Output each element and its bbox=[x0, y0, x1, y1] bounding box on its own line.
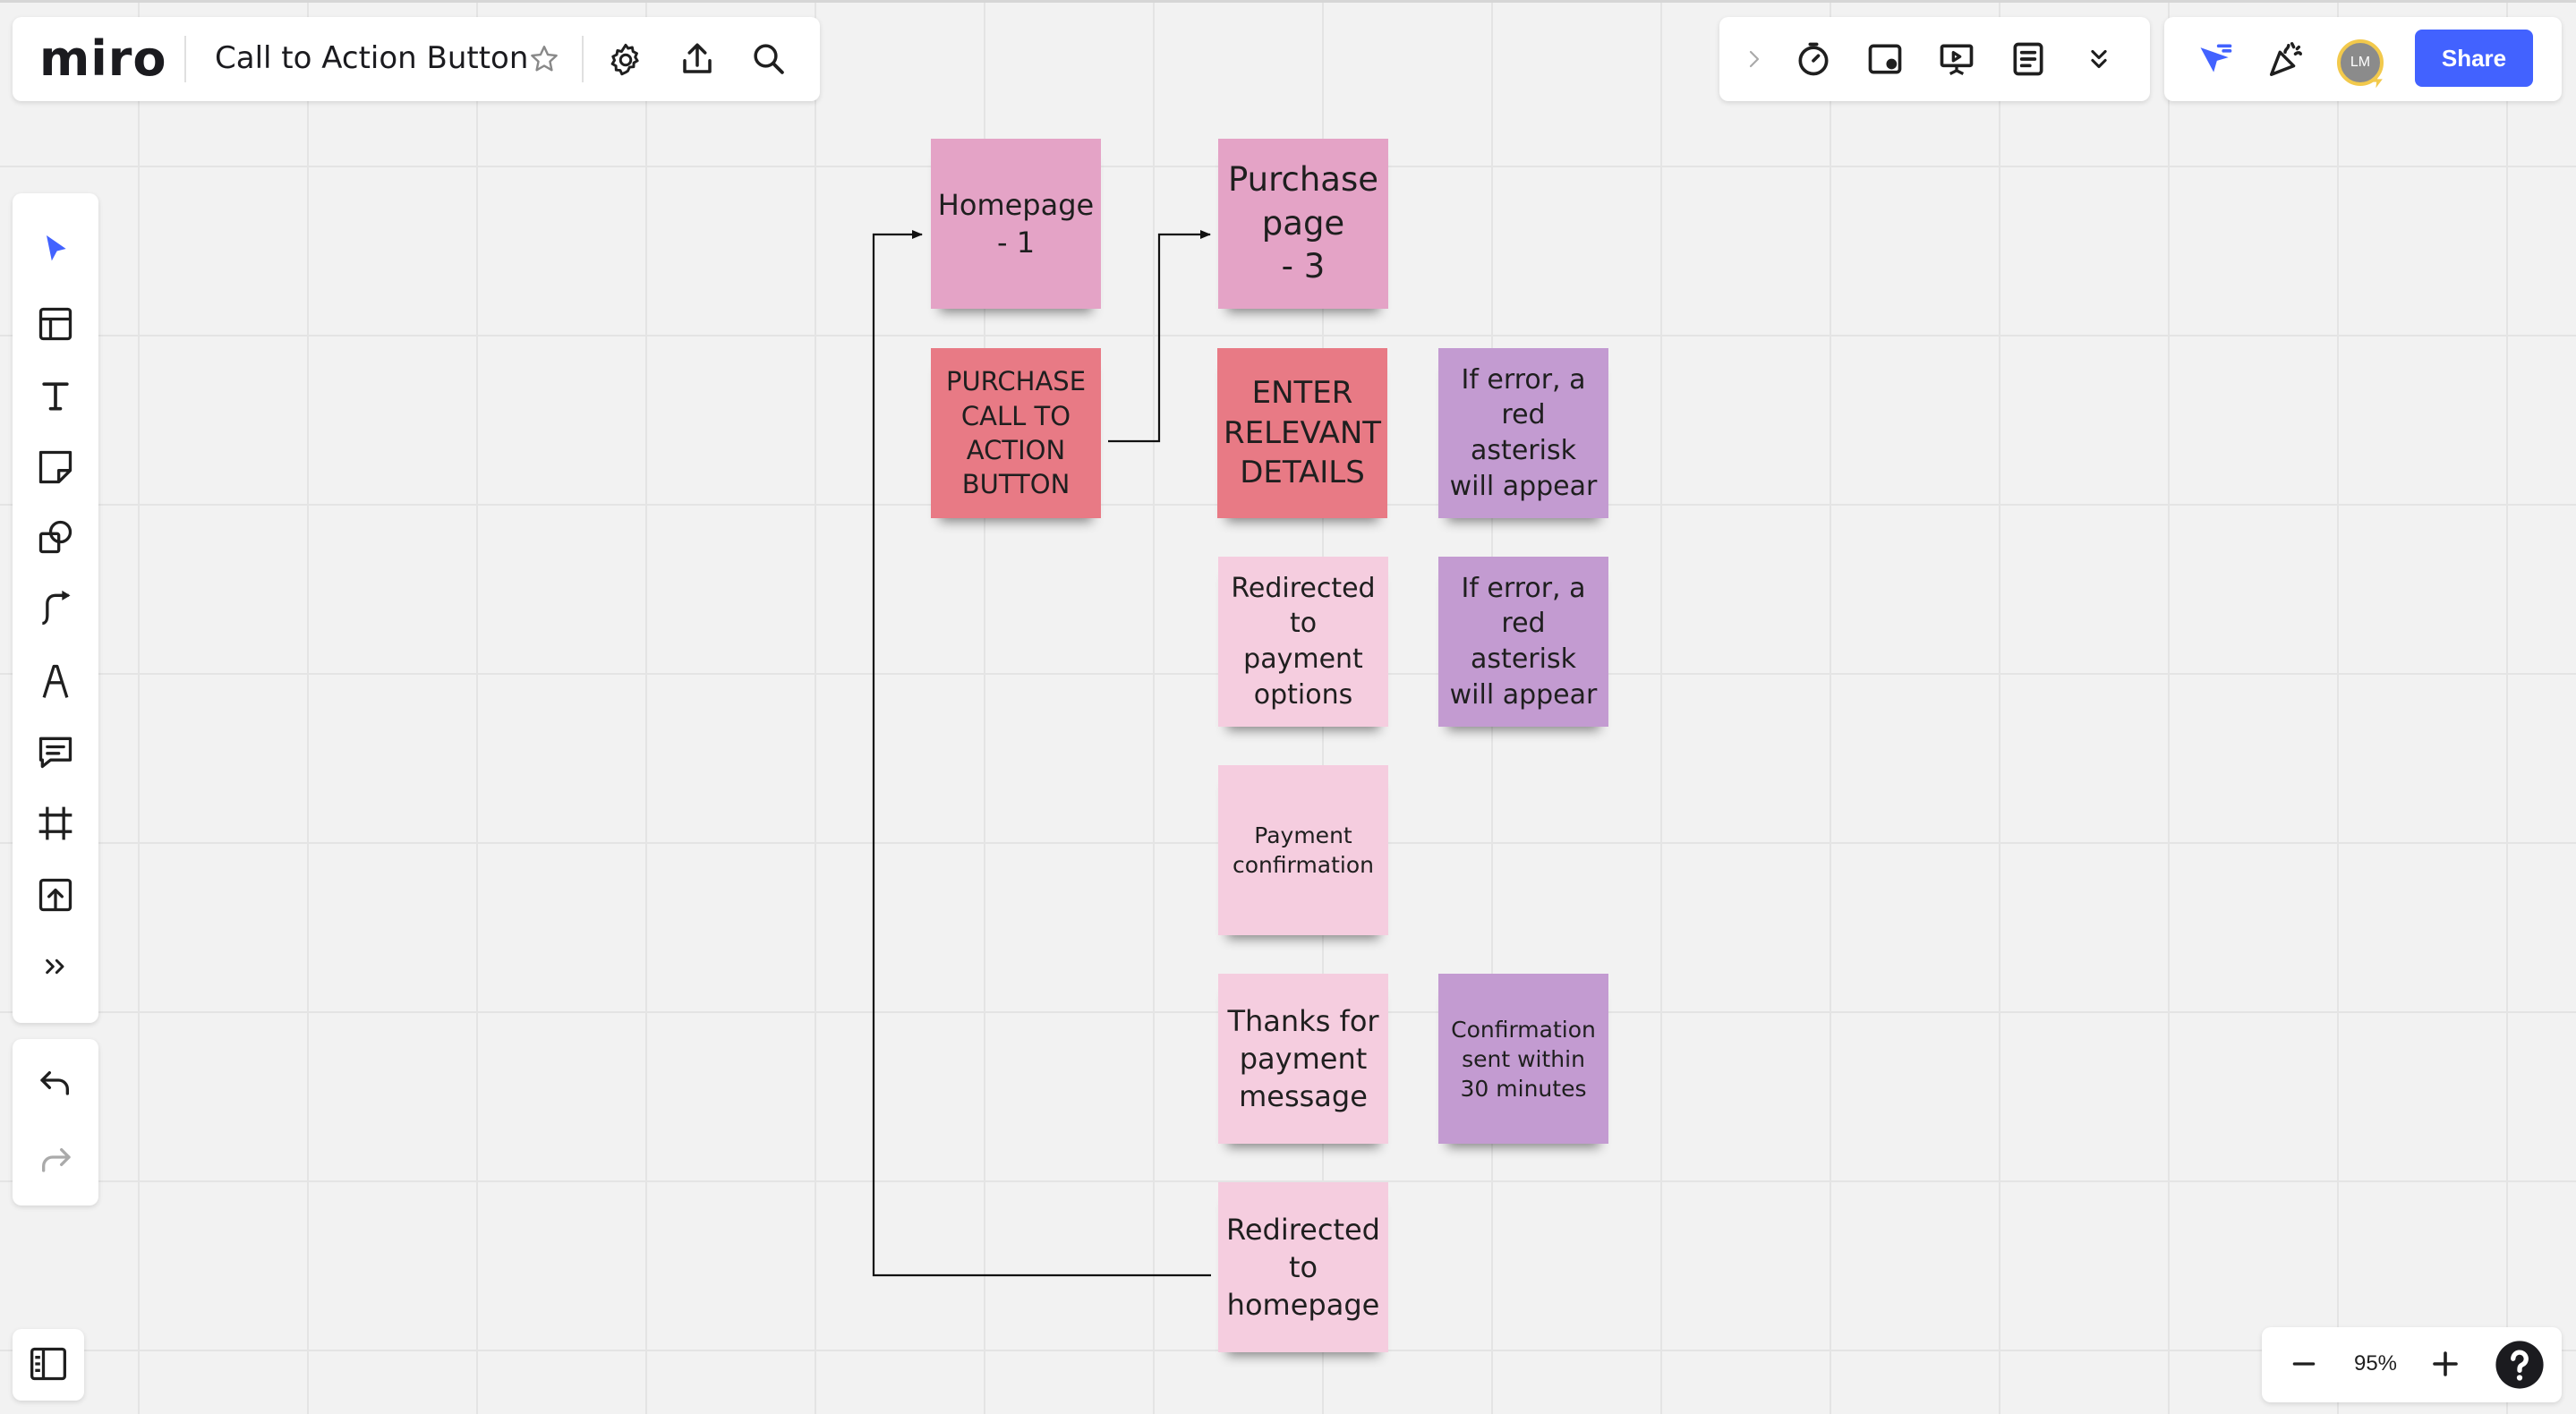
pen-icon[interactable] bbox=[36, 660, 75, 702]
sticky-homepage[interactable]: Homepage - 1 bbox=[931, 139, 1101, 309]
notes-icon[interactable] bbox=[2009, 39, 2048, 79]
left-toolbar bbox=[13, 193, 98, 1023]
help-icon[interactable] bbox=[2494, 1339, 2546, 1391]
text-tool-icon[interactable] bbox=[36, 376, 75, 415]
connector-homepage-loop bbox=[872, 230, 1211, 1277]
comment-icon[interactable] bbox=[36, 732, 75, 771]
sticky-note-icon[interactable] bbox=[36, 447, 75, 487]
star-icon[interactable] bbox=[528, 43, 560, 75]
cursor-follow-icon[interactable] bbox=[2195, 39, 2236, 79]
redo-icon[interactable] bbox=[38, 1144, 73, 1180]
history-toolbar bbox=[13, 1039, 98, 1205]
sticky-enter-details[interactable]: ENTER RELEVANT DETAILS bbox=[1217, 348, 1387, 518]
header-divider-2 bbox=[582, 36, 584, 82]
gear-icon[interactable] bbox=[607, 41, 644, 79]
board-panel-toggle[interactable] bbox=[13, 1329, 84, 1401]
sticky-thanks-message[interactable]: Thanks for payment message bbox=[1218, 974, 1388, 1144]
sticky-purchase-cta[interactable]: PURCHASE CALL TO ACTION BUTTON bbox=[931, 348, 1101, 518]
shapes-icon[interactable] bbox=[36, 517, 75, 557]
share-button[interactable]: Share bbox=[2415, 30, 2533, 87]
connection-line-icon[interactable] bbox=[36, 589, 75, 628]
sidebar-panel-icon[interactable] bbox=[27, 1344, 70, 1384]
more-tools-icon[interactable] bbox=[39, 952, 72, 981]
connector-cta-to-purchase-page bbox=[1108, 230, 1211, 443]
frame-icon[interactable] bbox=[36, 804, 75, 843]
upload-export-icon[interactable] bbox=[678, 39, 716, 79]
board-header-panel bbox=[13, 17, 820, 101]
window-top-edge bbox=[0, 0, 2576, 3]
upload-icon[interactable] bbox=[36, 875, 75, 915]
sticky-redirect-homepage[interactable]: Redirected to homepage bbox=[1218, 1182, 1388, 1352]
sticky-redirect-payment[interactable]: Redirected to payment options bbox=[1218, 557, 1388, 727]
search-icon[interactable] bbox=[750, 39, 788, 79]
collaboration-tools-panel bbox=[1719, 17, 2150, 101]
celebration-icon[interactable] bbox=[2265, 38, 2306, 81]
header-divider bbox=[184, 36, 186, 82]
lightning-badge-icon bbox=[2368, 70, 2386, 91]
double-chevron-down-icon[interactable] bbox=[2084, 43, 2114, 75]
zoom-level[interactable]: 95% bbox=[2353, 1351, 2398, 1376]
miro-logo[interactable]: miro bbox=[39, 30, 167, 87]
templates-icon[interactable] bbox=[36, 304, 75, 344]
sticky-purchase-page[interactable]: Purchase page - 3 bbox=[1218, 139, 1388, 309]
video-chat-icon[interactable] bbox=[1865, 39, 1905, 79]
select-cursor-icon[interactable] bbox=[38, 229, 73, 268]
sticky-error-1[interactable]: If error, a red asterisk will appear bbox=[1438, 348, 1608, 518]
zoom-out-icon[interactable] bbox=[2288, 1350, 2320, 1378]
timer-icon[interactable] bbox=[1794, 39, 1833, 79]
chevron-right-icon[interactable] bbox=[1744, 45, 1765, 73]
presentation-icon[interactable] bbox=[1937, 39, 1976, 79]
undo-icon[interactable] bbox=[38, 1067, 73, 1103]
sticky-confirmation-sent[interactable]: Confirmation sent within 30 minutes bbox=[1438, 974, 1608, 1144]
sticky-error-2[interactable]: If error, a red asterisk will appear bbox=[1438, 557, 1608, 727]
zoom-in-icon[interactable] bbox=[2429, 1348, 2461, 1380]
board-title[interactable]: Call to Action Button bbox=[215, 40, 529, 76]
sticky-payment-confirmation[interactable]: Payment confirmation bbox=[1218, 765, 1388, 935]
